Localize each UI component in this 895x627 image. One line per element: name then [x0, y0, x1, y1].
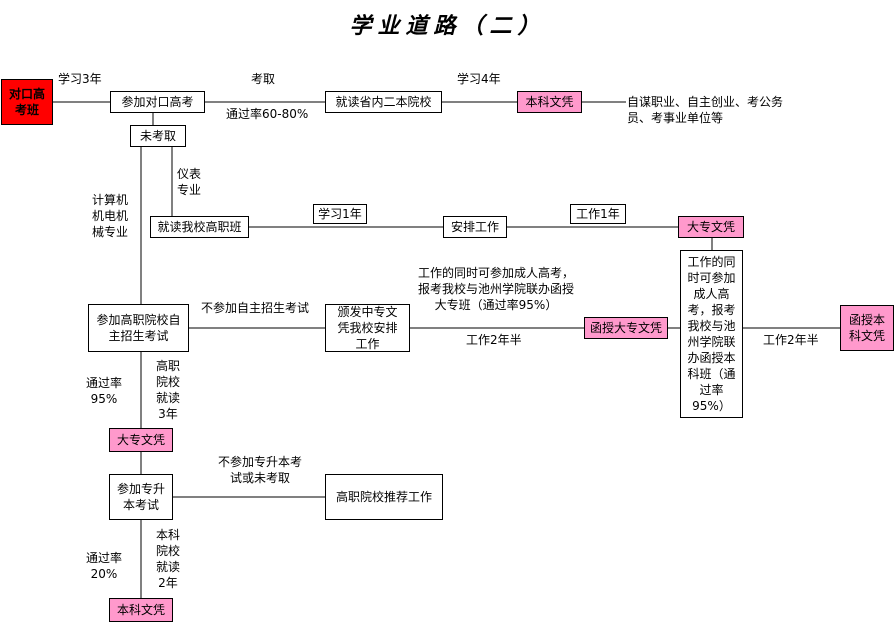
box-recommend-work: 高职院校推荐工作 — [325, 474, 443, 520]
box-vocational-class: 就读我校高职班 — [150, 216, 249, 238]
box-upgrade-exam: 参加专升本考试 — [109, 474, 173, 520]
box-correspondence-college: 函授大专文凭 — [584, 317, 668, 339]
label-pass-rate-60-80: 通过率60-80% — [226, 107, 309, 121]
label-study-3-years: 学习3年 — [58, 72, 102, 86]
box-join-exam: 参加对口高考 — [110, 91, 205, 113]
box-college-mid: 大专文凭 — [109, 428, 173, 452]
box-bachelor-bottom: 本科文凭 — [109, 598, 173, 622]
box-college-top: 大专文凭 — [678, 216, 744, 238]
label-instrument-major: 仪表专业 — [176, 167, 201, 197]
box-provincial-university: 就读省内二本院校 — [325, 91, 442, 113]
label-no-self-exam: 不参加自主招生考试 — [201, 301, 310, 315]
label-adult-exam-college: 工作的同时可参加成人高考，报考我校与池州学院联办函授大专班（通过率95%） — [417, 266, 574, 312]
label-admitted: 考取 — [251, 72, 276, 86]
label-no-upgrade: 不参加专升本考试或未考取 — [217, 455, 302, 485]
box-correspondence-bachelor: 函授本科文凭 — [840, 305, 894, 351]
box-not-admitted: 未考取 — [130, 125, 186, 147]
label-careers: 自谋职业、自主创业、考公务员、考事业单位等 — [627, 95, 784, 125]
label-work-2-5-right: 工作2年半 — [763, 333, 819, 347]
label-vocational-3-years: 高职院校就读3年 — [155, 359, 180, 421]
box-duikou-class: 对口高考班 — [1, 79, 53, 125]
box-secondary-diploma: 颁发中专文凭我校安排工作 — [325, 304, 410, 352]
box-bachelor-top: 本科文凭 — [517, 91, 582, 113]
box-self-exam: 参加高职院校自主招生考试 — [88, 304, 189, 352]
label-work-2-5-mid: 工作2年半 — [466, 333, 522, 347]
label-study-4-years: 学习4年 — [457, 72, 501, 86]
label-pass-95: 通过率95% — [85, 376, 122, 406]
page-title: 学业道路（二） — [349, 13, 546, 39]
box-adult-bachelor: 工作的同时可参加成人高考，报考我校与池州学院联办函授本科班（通过率95%） — [680, 250, 743, 418]
label-bachelor-2-years: 本科院校就读2年 — [155, 528, 180, 590]
box-arrange-work: 安排工作 — [443, 216, 507, 238]
label-computer-majors: 计算机机电机械专业 — [91, 193, 128, 239]
label-study-1-year: 学习1年 — [313, 204, 367, 224]
label-work-1-year: 工作1年 — [570, 204, 626, 224]
label-pass-20: 通过率20% — [85, 551, 122, 581]
